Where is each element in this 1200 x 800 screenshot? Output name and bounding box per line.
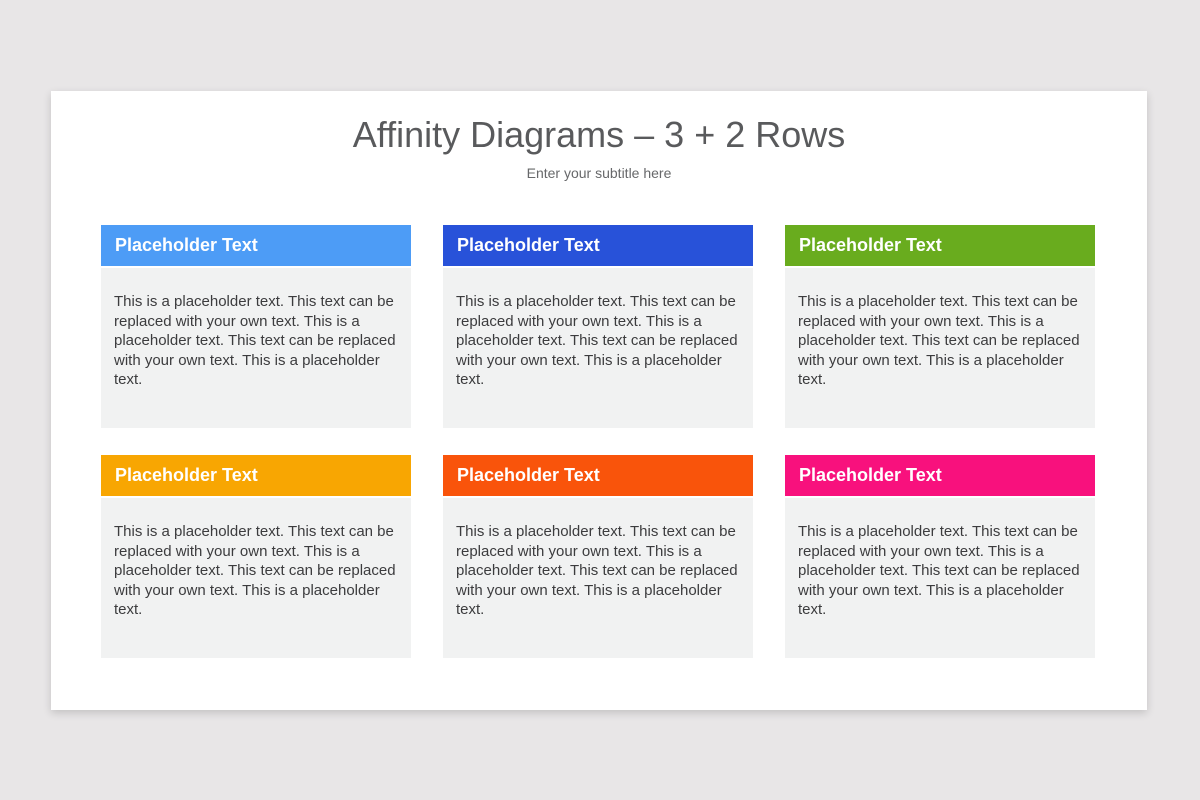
cards-grid: Placeholder Text This is a placeholder t… [101, 225, 1095, 658]
card-header: Placeholder Text [785, 225, 1095, 266]
card-body: This is a placeholder text. This text ca… [101, 268, 411, 428]
card-body-text: This is a placeholder text. This text ca… [798, 293, 1080, 388]
card-header-label: Placeholder Text [799, 465, 942, 485]
affinity-card-6: Placeholder Text This is a placeholder t… [785, 455, 1095, 658]
card-header-label: Placeholder Text [457, 465, 600, 485]
card-header-label: Placeholder Text [115, 235, 258, 255]
slide-canvas: Affinity Diagrams – 3 + 2 Rows Enter you… [51, 91, 1147, 710]
affinity-card-5: Placeholder Text This is a placeholder t… [443, 455, 753, 658]
card-body: This is a placeholder text. This text ca… [785, 268, 1095, 428]
card-header-label: Placeholder Text [799, 235, 942, 255]
card-header: Placeholder Text [443, 455, 753, 496]
affinity-card-3: Placeholder Text This is a placeholder t… [785, 225, 1095, 428]
card-body-text: This is a placeholder text. This text ca… [114, 523, 396, 618]
slide-subtitle: Enter your subtitle here [526, 165, 672, 181]
affinity-card-2: Placeholder Text This is a placeholder t… [443, 225, 753, 428]
affinity-card-4: Placeholder Text This is a placeholder t… [101, 455, 411, 658]
affinity-card-1: Placeholder Text This is a placeholder t… [101, 225, 411, 428]
slide-title: Affinity Diagrams – 3 + 2 Rows [352, 114, 846, 155]
card-header-label: Placeholder Text [457, 235, 600, 255]
card-body: This is a placeholder text. This text ca… [443, 498, 753, 658]
card-header: Placeholder Text [443, 225, 753, 266]
card-body-text: This is a placeholder text. This text ca… [456, 293, 738, 388]
card-body-text: This is a placeholder text. This text ca… [798, 523, 1080, 618]
card-body: This is a placeholder text. This text ca… [443, 268, 753, 428]
card-body: This is a placeholder text. This text ca… [101, 498, 411, 658]
card-body-text: This is a placeholder text. This text ca… [456, 523, 738, 618]
card-header: Placeholder Text [785, 455, 1095, 496]
card-header: Placeholder Text [101, 455, 411, 496]
card-header-label: Placeholder Text [115, 465, 258, 485]
card-body: This is a placeholder text. This text ca… [785, 498, 1095, 658]
card-body-text: This is a placeholder text. This text ca… [114, 293, 396, 388]
card-header: Placeholder Text [101, 225, 411, 266]
